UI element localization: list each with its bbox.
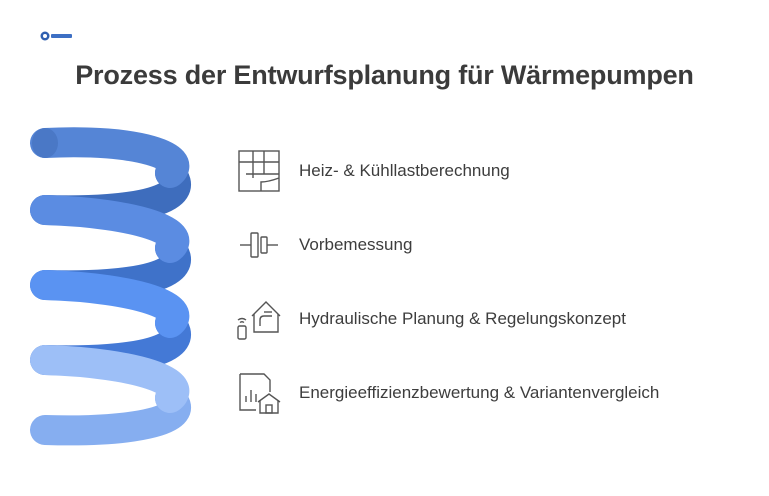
spiral-front-segment [30, 127, 189, 188]
step-heiz-kuehllast: Heiz- & Kühllastberechnung [236, 148, 756, 194]
step-energieeffizienz: Energieeffizienzbewertung & Variantenver… [236, 370, 756, 416]
step-hydraulik: Hydraulische Planung & Regelungskonzept [236, 296, 756, 342]
step-vorbemessung: Vorbemessung [236, 222, 756, 268]
energy-report-icon [239, 373, 281, 414]
floorplan-icon [238, 150, 280, 192]
spiral-front-segment [30, 270, 189, 338]
smart-home-icon [237, 301, 281, 340]
process-spiral [30, 127, 191, 446]
spiral-front-segment [30, 195, 189, 263]
company-logo [40, 31, 72, 41]
step-label: Vorbemessung [299, 235, 413, 254]
spiral-front-segment [30, 345, 189, 413]
balance-icon [240, 232, 278, 258]
spiral-top-cap [32, 128, 58, 158]
page-title: Prozess der Entwurfsplanung für Wärmepum… [75, 60, 694, 90]
step-label: Hydraulische Planung & Regelungskonzept [299, 309, 626, 328]
step-label: Energieeffizienzbewertung & Variantenver… [299, 383, 660, 402]
step-label: Heiz- & Kühllastberechnung [299, 161, 510, 180]
